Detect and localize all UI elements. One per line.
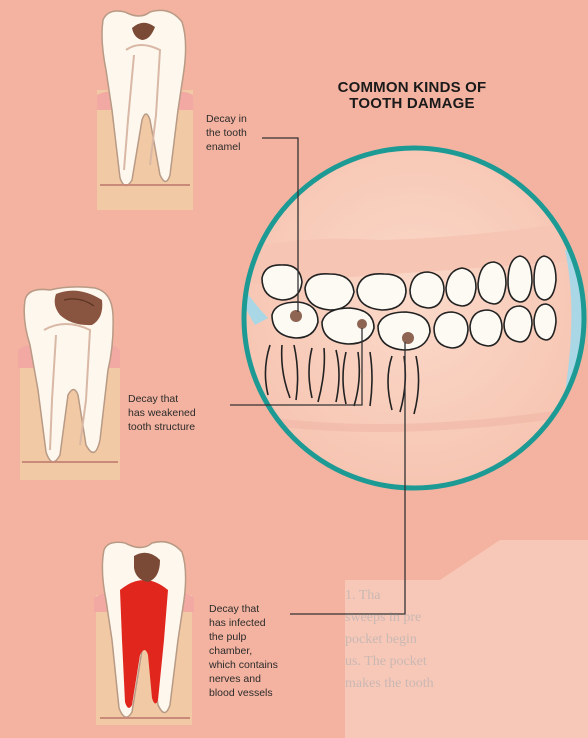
tooth-pulp-infection-illustration — [94, 542, 194, 725]
decay-spot-enamel — [290, 310, 302, 322]
tooth-enamel-decay-illustration — [97, 10, 193, 210]
caption-enamel-decay: Decay in the tooth enamel — [206, 112, 276, 154]
caption-pulp-infection: Decay that has infected the pulp chamber… — [209, 602, 314, 700]
decay-spot-weakened — [357, 319, 367, 329]
background-body-text: 1. Tha sweeps in pre pocket begin us. Th… — [345, 585, 588, 695]
caption-weakened-structure: Decay that has weakened tooth structure — [128, 392, 238, 434]
diagram-title: COMMON KINDS OF TOOTH DAMAGE — [292, 80, 532, 112]
tooth-weakened-structure-illustration — [18, 287, 120, 480]
decay-spot-pulp — [402, 332, 414, 344]
jaw-magnified-view — [236, 148, 588, 488]
